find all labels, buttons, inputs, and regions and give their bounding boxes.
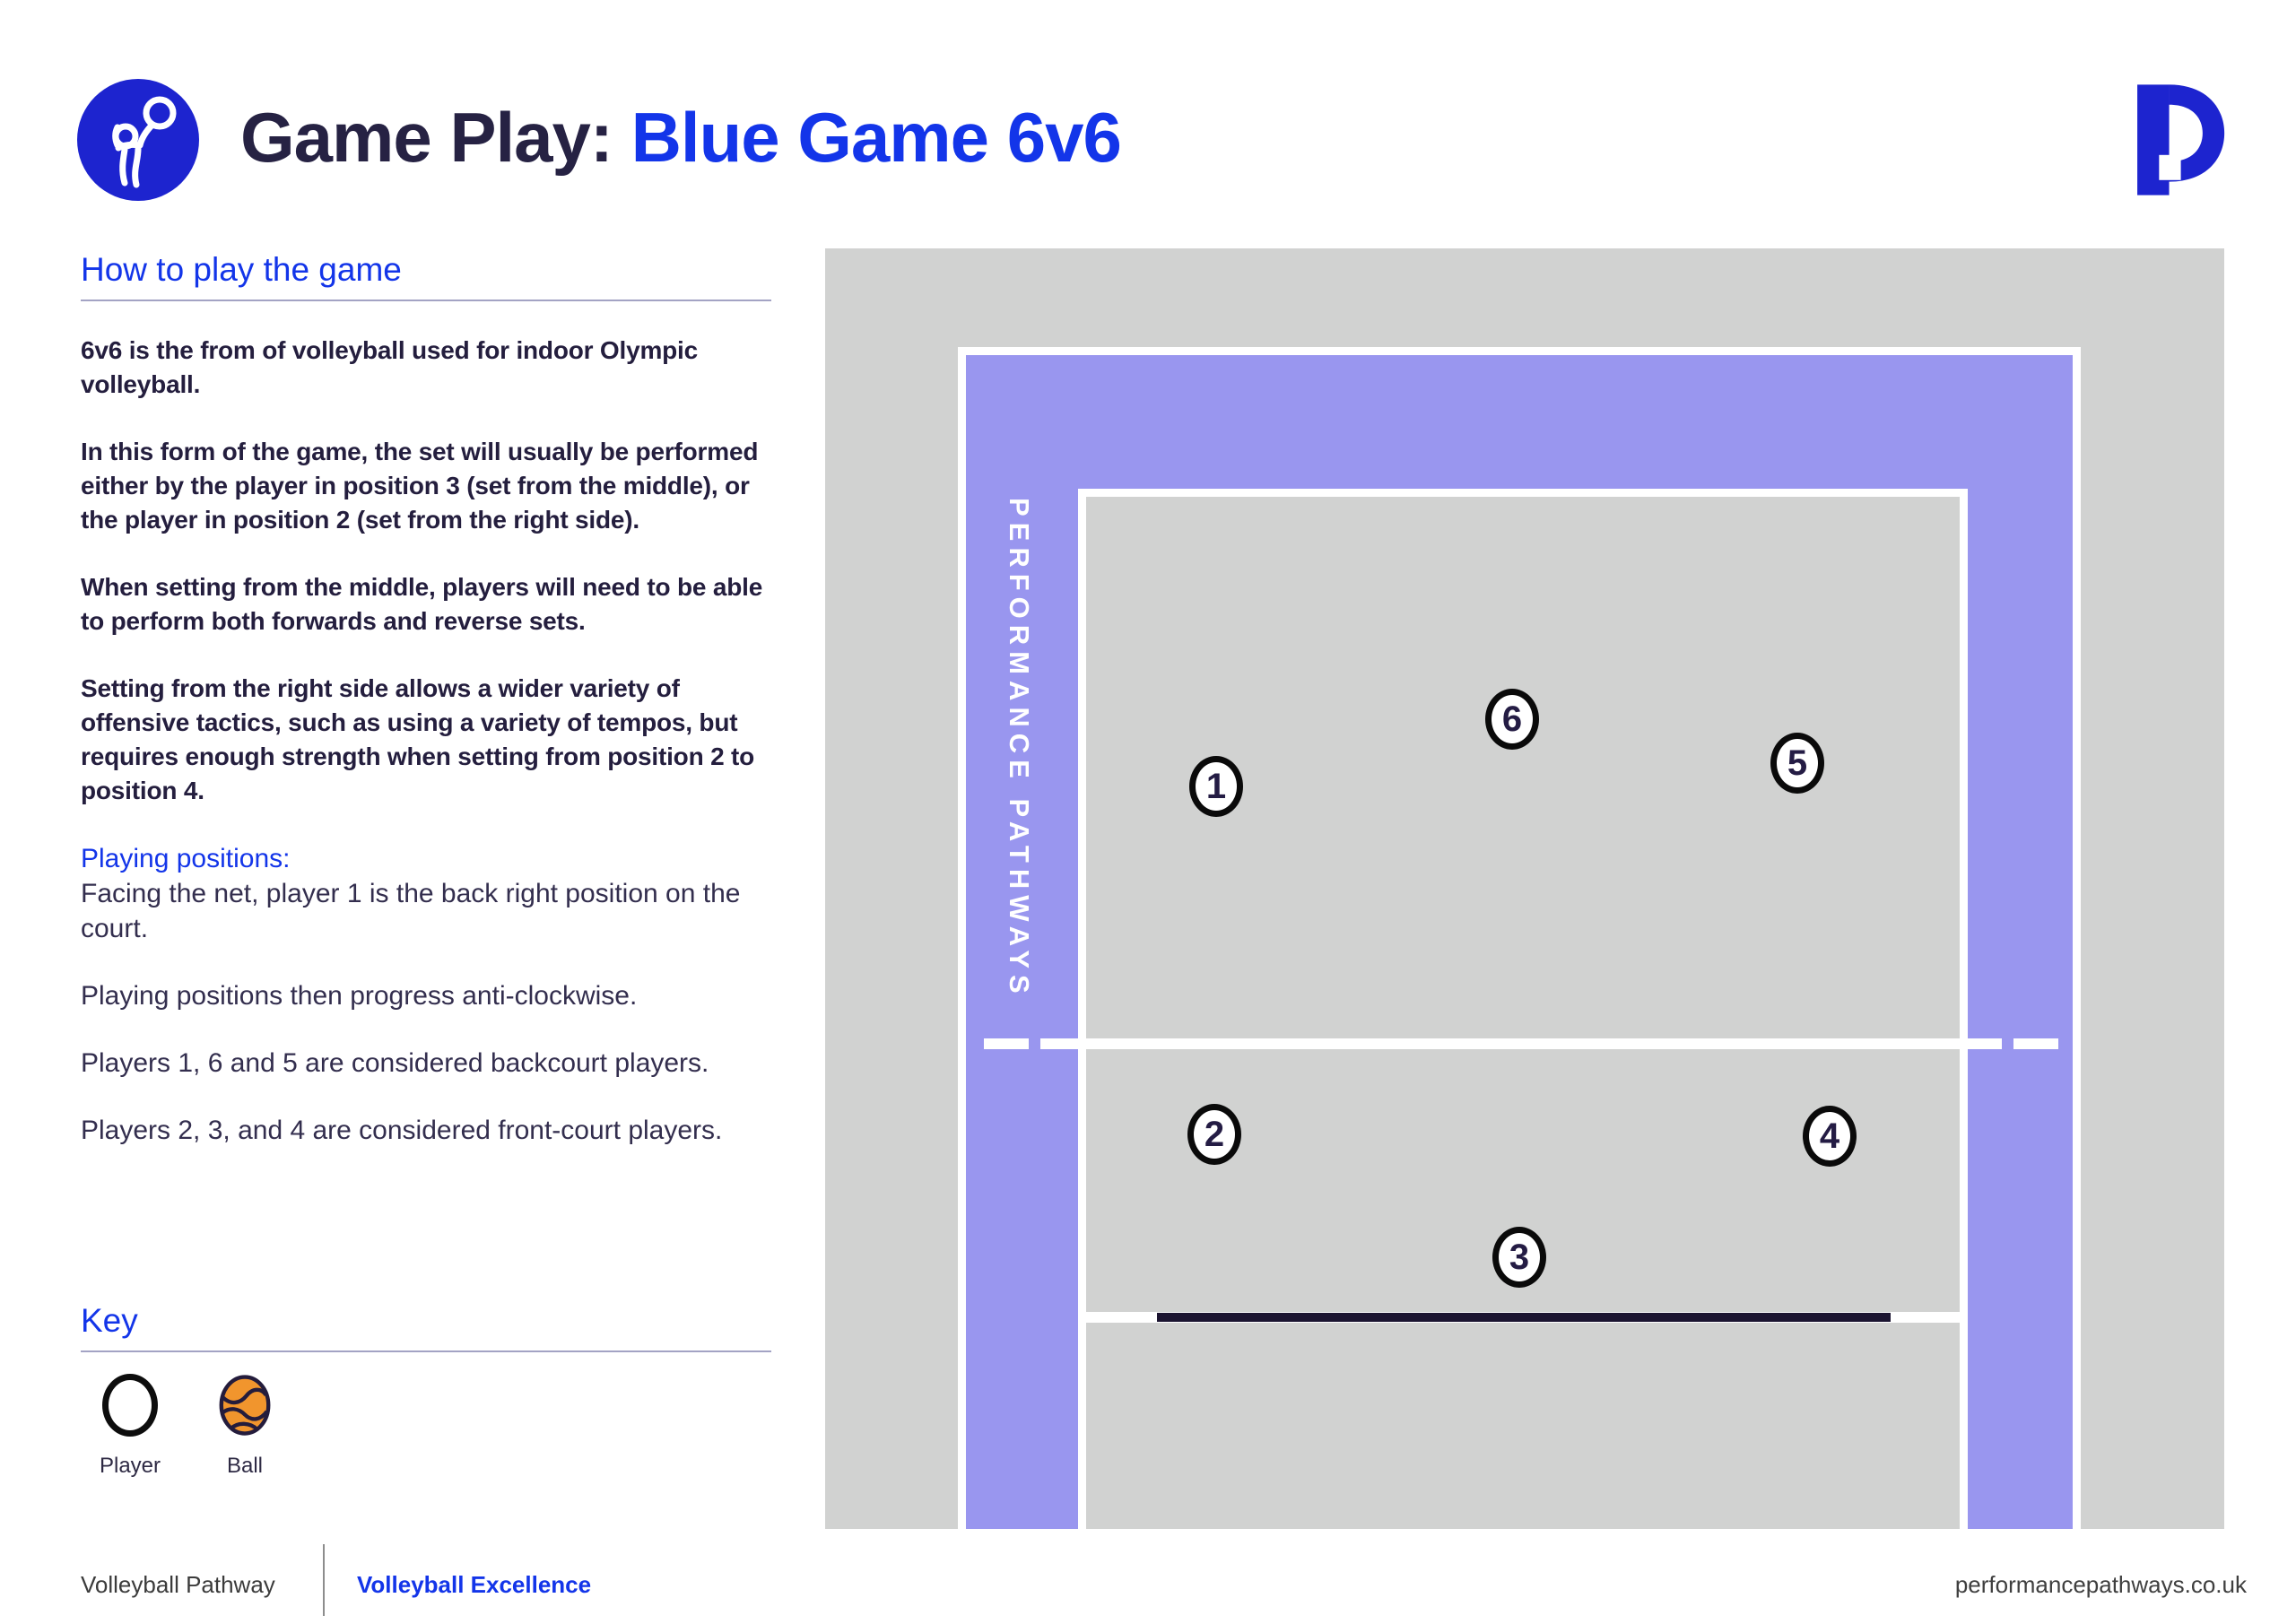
paragraph: Setting from the right side allows a wid… — [81, 674, 755, 804]
footer-divider — [323, 1544, 325, 1616]
page-title-highlight: Blue Game 6v6 — [631, 98, 1122, 177]
key-item-player: Player — [81, 1374, 179, 1479]
player-position-4: 4 — [1803, 1106, 1857, 1167]
volleyball-player-icon — [77, 79, 199, 201]
page-title-prefix: Game Play: — [240, 98, 631, 177]
footer-website-url: performancepathways.co.uk — [1954, 1571, 2247, 1598]
paragraph: Facing the net, player 1 is the back rig… — [81, 879, 741, 943]
paragraph: When setting from the middle, players wi… — [81, 573, 763, 635]
court-banner-text: PERFORMANCE PATHWAYS — [1004, 498, 1035, 1000]
attack-line-dash-right — [2013, 1038, 2058, 1049]
paragraph: 6v6 is the from of volleyball used for i… — [81, 336, 698, 398]
paragraph: Playing positions then progress anti-clo… — [81, 981, 638, 1011]
key-item-ball: Ball — [196, 1374, 294, 1479]
key-rule — [81, 1350, 771, 1352]
paragraph: Players 1, 6 and 5 are considered backco… — [81, 1048, 709, 1078]
key-label-player: Player — [99, 1454, 161, 1478]
paragraph: Players 2, 3, and 4 are considered front… — [81, 1116, 723, 1145]
page-title: Game Play: Blue Game 6v6 — [240, 97, 1122, 178]
court-sideline-left — [1078, 489, 1086, 1529]
court-end-line — [1078, 489, 1968, 497]
how-to-play-heading: How to play the game — [81, 251, 402, 288]
court-playing-area — [1086, 497, 1960, 1529]
how-to-play-text: 6v6 is the from of volleyball used for i… — [81, 334, 784, 1180]
ball-icon — [219, 1375, 271, 1436]
footer-pathway-label: Volleyball Pathway — [81, 1571, 275, 1598]
player-position-6: 6 — [1485, 689, 1539, 750]
player-position-3: 3 — [1492, 1227, 1546, 1288]
attack-line-dash-left — [984, 1038, 1029, 1049]
net — [1157, 1313, 1891, 1322]
heading-rule — [81, 300, 771, 301]
court-diagram: PERFORMANCE PATHWAYS 1 6 5 2 3 4 — [825, 248, 2224, 1529]
key-label-ball: Ball — [226, 1454, 264, 1478]
key-heading: Key — [81, 1302, 138, 1339]
player-position-1: 1 — [1189, 756, 1243, 817]
attack-line — [1040, 1038, 2002, 1049]
paragraph: In this form of the game, the set will u… — [81, 438, 759, 534]
court-sideline-right — [1960, 489, 1968, 1529]
court-outer-line-right — [2073, 347, 2081, 1529]
court-outer-line-left — [958, 347, 966, 1529]
player-position-5: 5 — [1770, 733, 1824, 794]
footer-excellence-label: Volleyball Excellence — [357, 1571, 592, 1598]
how-to-play-section: How to play the game — [81, 251, 778, 289]
player-circle-icon — [102, 1374, 158, 1437]
player-position-2: 2 — [1187, 1104, 1241, 1165]
playing-positions-label: Playing positions: — [81, 844, 291, 873]
court-outer-line-top — [958, 347, 2081, 355]
performance-pathways-logo — [2137, 84, 2225, 195]
